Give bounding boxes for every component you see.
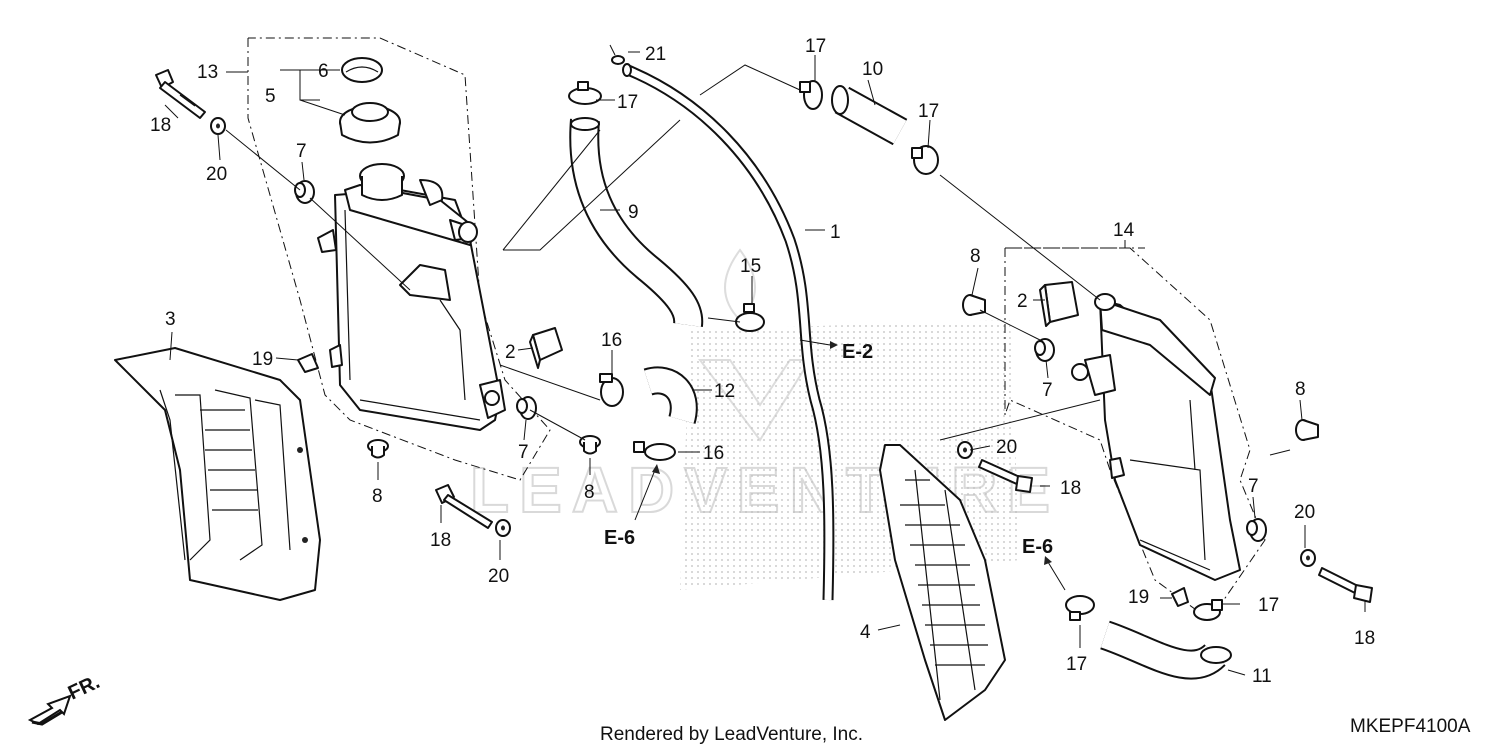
callout-18-lower-left: 18 [430,530,451,551]
callout-12: 12 [714,381,735,402]
hose-clamp-17-mid [911,145,939,175]
collar-left-b [579,435,601,455]
callout-5: 5 [265,86,276,107]
callout-17-mid: 17 [918,101,939,122]
callout-6: 6 [318,61,329,82]
callout-17-upper-left: 17 [617,92,638,113]
callout-7-upper-left: 7 [296,141,307,162]
callout-17-top: 17 [805,36,826,57]
bolt-right-a [978,459,1033,493]
section-refs: E-2 E-6 E-6 [604,341,1053,558]
grommet-right-upper [1034,338,1055,362]
bolt-right-b [1318,567,1373,603]
rubber-left [529,327,563,369]
hose-clamp-15 [735,303,765,332]
callout-1: 1 [830,222,841,243]
callout-8-right-b: 8 [1295,379,1306,400]
callout-7-lower-left: 7 [518,442,529,463]
callout-20-right-a: 20 [996,437,1017,458]
clip-right [1171,587,1189,607]
callout-16-lower: 16 [703,443,724,464]
hose-clamp-17-top [799,80,823,110]
upper-hose-right [831,85,908,146]
callout-15: 15 [740,256,761,277]
callout-8-right-a: 8 [970,246,981,267]
callout-14: 14 [1113,220,1135,241]
radiator-cap [339,102,401,144]
callout-18-right-b: 18 [1354,628,1375,649]
hose-clamp-upper-left [568,81,602,105]
callout-17-lower-left: 17 [1066,654,1087,675]
callout-3: 3 [165,309,176,330]
clip-21 [611,55,625,65]
front-arrow-icon [27,694,72,726]
ref-e6-right: E-6 [1022,536,1053,558]
collar-right-a [962,294,986,316]
callout-19-right: 19 [1128,587,1149,608]
callout-9: 9 [628,202,639,223]
hose-clamp-17-lower-left [1065,595,1095,621]
callout-11: 11 [1252,666,1272,687]
clip-left [297,353,319,373]
callout-2-left: 2 [505,342,516,363]
hose-clamp-17-lower-right [1193,599,1223,621]
cap-seal [341,57,383,83]
callout-21: 21 [645,44,666,65]
callout-4: 4 [860,622,871,643]
callout-17-lower-right: 17 [1258,595,1279,616]
callout-8-left-a: 8 [372,486,383,507]
left-shroud [114,347,321,601]
callout-8-left-b: 8 [584,482,595,503]
rubber-right [1039,281,1079,327]
diagram-code: MKEPF4100A [1350,716,1471,737]
bolt-upper-left [155,69,206,119]
collar-right-b [1295,419,1319,441]
left-radiator [317,163,506,431]
direction-label: FR. [65,671,103,705]
lower-hose [1100,620,1232,680]
group-outline-13 [247,37,551,481]
callout-16-upper: 16 [601,330,622,351]
grommet-right-lower [1246,518,1267,542]
bolt-lower-left [435,484,493,529]
collar-left-a [367,439,389,459]
render-credit: Rendered by LeadVenture, Inc. [600,724,863,745]
callout-13: 13 [197,62,218,83]
grommet-lower [516,396,537,420]
callout-7-right-upper: 7 [1042,380,1053,401]
ref-e6-left: E-6 [604,527,635,549]
right-shroud [879,444,1006,721]
callouts: 1 2 2 3 4 5 6 7 7 7 7 8 8 8 8 9 10 11 12… [150,36,1375,687]
callout-18-right-a: 18 [1060,478,1081,499]
callout-20-lower-left: 20 [488,566,509,587]
callout-20-upper-left: 20 [206,164,227,185]
hose-clamp-16-upper [599,373,624,407]
hose-clamp-16-lower [633,441,676,461]
ref-e2: E-2 [842,341,873,363]
leader-lines [164,44,1366,676]
callout-2-right: 2 [1017,291,1028,312]
right-radiator [1071,293,1241,581]
front-direction-indicator: FR. [27,671,103,726]
callout-20-right-b: 20 [1294,502,1315,523]
callout-19-left: 19 [252,349,273,370]
callout-10: 10 [862,59,883,80]
callout-7-right-lower: 7 [1248,476,1259,497]
callout-18-upper-left: 18 [150,115,171,136]
